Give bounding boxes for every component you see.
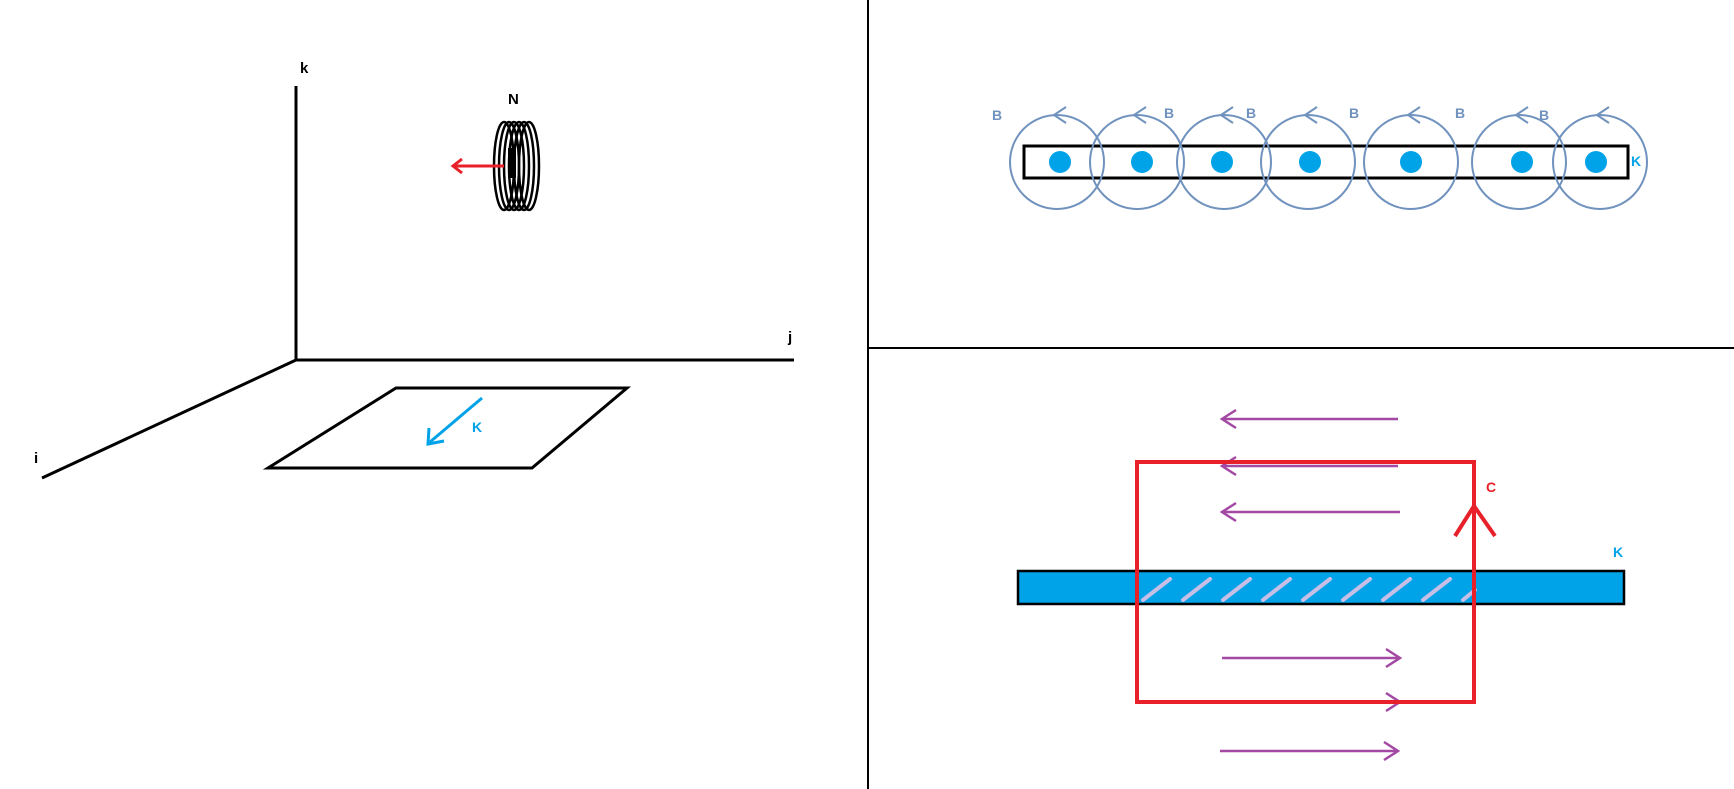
field-loop (1363, 114, 1459, 210)
loop-label: C (1486, 479, 1496, 495)
sheet-current-arrow (429, 396, 483, 444)
field-label: B (1246, 105, 1256, 121)
axis-k-label: k (300, 60, 309, 77)
field-arrows-below (1220, 647, 1403, 762)
amperian-loop (1135, 460, 1476, 704)
field-label: B (1539, 107, 1549, 123)
sheet-label: K (1613, 544, 1623, 560)
axis-i-label: i (34, 450, 38, 467)
coil-label: N (508, 91, 519, 108)
field-label: B (1455, 105, 1465, 121)
coil-moment-arrowhead (450, 157, 463, 175)
current-dots (1049, 151, 1607, 173)
panel-bottom-right: C K (1016, 408, 1626, 762)
field-direction-arrows (1052, 106, 1610, 124)
field-arrows-above (1219, 408, 1400, 523)
sheet-hatching (1141, 577, 1477, 602)
field-label: B (1164, 105, 1174, 121)
panel-top-right: B B B B B B K (992, 105, 1648, 210)
field-loop (1260, 114, 1356, 210)
field-loop (1089, 114, 1185, 210)
axis-j-label: j (787, 329, 792, 346)
field-loop (1471, 114, 1567, 210)
field-loops (1009, 114, 1648, 210)
sheet-current-arrowhead (426, 427, 445, 446)
field-loop (1552, 114, 1648, 210)
sheet-cross-section (1022, 144, 1630, 180)
sheet-label: K (1631, 153, 1641, 169)
panel-3d: k j i K N (34, 60, 794, 480)
field-label: B (992, 107, 1002, 123)
field-label: B (1349, 105, 1359, 121)
field-loop (1009, 114, 1105, 210)
loop-direction-arrow (1453, 502, 1497, 538)
axis-i-line (41, 358, 297, 480)
sheet-label: K (472, 419, 482, 435)
current-sheet-plane (262, 386, 632, 470)
field-loop (1176, 114, 1272, 210)
